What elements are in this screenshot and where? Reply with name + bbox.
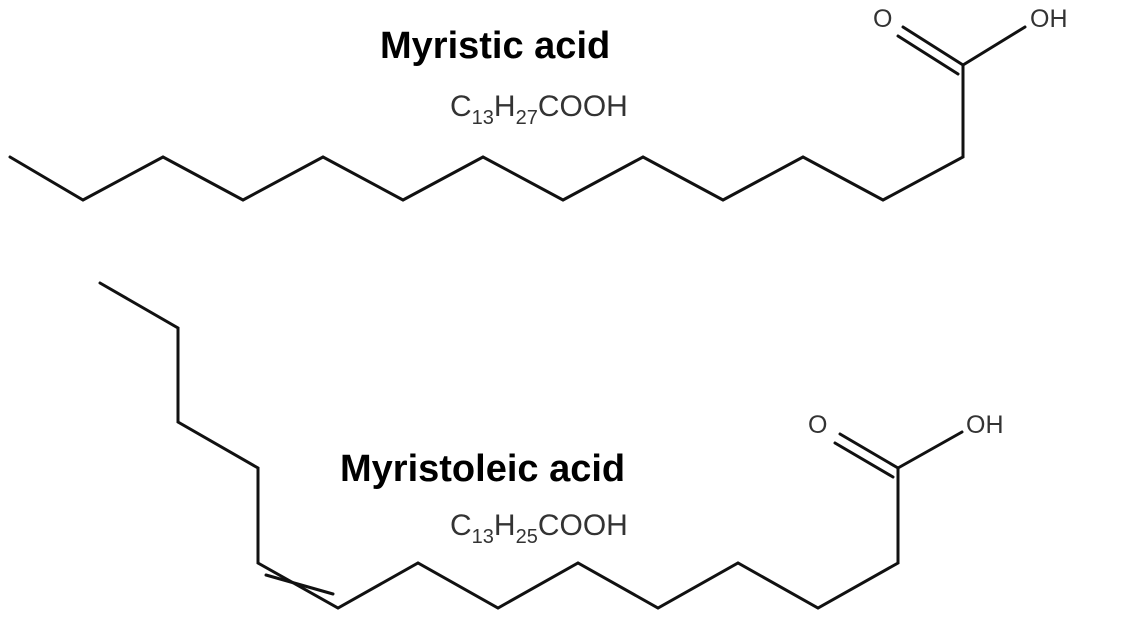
myristoleic-acid-carbonyl-bond-2 (833, 441, 895, 479)
myristic-acid-formula: C13H27COOH (450, 90, 628, 129)
myristoleic-acid-hydroxyl-label: OH (966, 411, 1004, 439)
myristic-acid-hydroxyl-bond (961, 25, 1027, 67)
myristic-acid-hydroxyl-label: OH (1030, 5, 1068, 33)
myristoleic-acid-oxygen-atom: O (808, 411, 827, 439)
myristic-acid-oxygen-atom: O (873, 5, 892, 33)
myristic-acid-carbonyl-bond-2 (896, 34, 960, 76)
myristic-acid-carbon-chain (8, 63, 965, 202)
myristic-acid-carbonyl-bond (901, 25, 965, 67)
myristoleic-acid-formula: C13H25COOH (450, 509, 628, 548)
myristic-acid-structure: O OH (8, 5, 1068, 202)
myristoleic-acid-carbonyl-bond (838, 432, 900, 470)
myristoleic-acid-carbon-chain (98, 281, 900, 610)
myristic-acid-title: Myristic acid (380, 25, 610, 67)
myristoleic-acid-cis-double-bond (264, 573, 335, 596)
myristoleic-acid-hydroxyl-bond (896, 430, 964, 470)
myristoleic-acid-structure: O OH (98, 281, 1004, 610)
myristoleic-acid-title: Myristoleic acid (340, 448, 625, 490)
